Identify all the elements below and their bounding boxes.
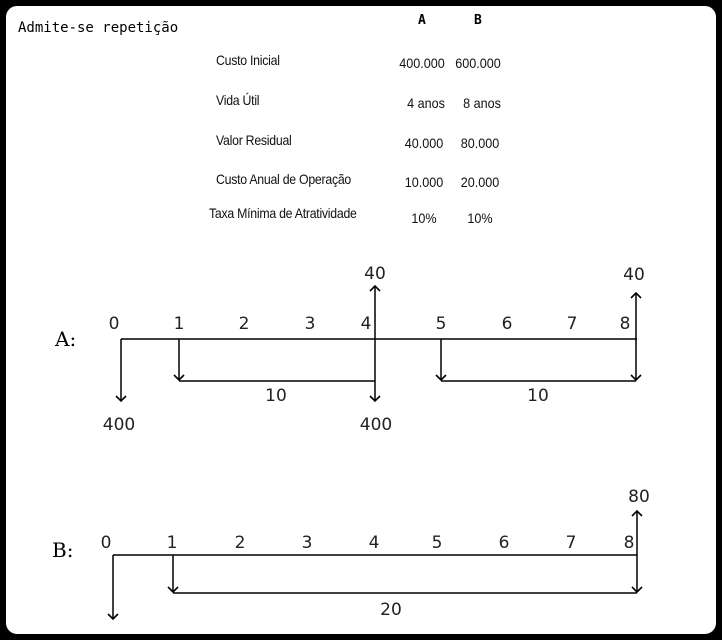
column-a-header: A	[418, 13, 426, 28]
diagram-b-period-3: 3	[302, 533, 313, 553]
diagram-b-annual-label: 20	[380, 600, 402, 620]
diagram-a-residual-8-label: 40	[623, 265, 645, 285]
diagram-a-period-4: 4	[361, 314, 372, 334]
row-label-valor-residual: Valor Residual	[216, 132, 292, 148]
diagram-a-period-7: 7	[567, 314, 578, 334]
figure-frame	[3, 3, 719, 637]
diagram-a-period-3: 3	[305, 314, 316, 334]
diagram-a-period-5: 5	[436, 314, 447, 334]
row-label-tma: Taxa Mínima de Atratividade	[209, 205, 357, 221]
column-b-header: B	[474, 13, 482, 28]
diagram-a-residual-4-label: 40	[364, 264, 386, 284]
row-label-custo-anual: Custo Anual de Operação	[216, 171, 352, 187]
diagram-b-period-2: 2	[235, 533, 246, 553]
diagram-a-initial-0-label: 400	[103, 415, 135, 435]
value-b-custo-inicial: 600.000	[455, 55, 501, 71]
diagram-b-period-5: 5	[432, 533, 443, 553]
row-label-custo-inicial: Custo Inicial	[216, 52, 280, 68]
diagram-a-label: A:	[54, 327, 76, 351]
diagram-a-period-6: 6	[502, 314, 513, 334]
value-a-vida-util: 4 anos	[407, 95, 445, 111]
diagram-b-period-8: 8	[624, 533, 635, 553]
diagram-a-period-2: 2	[239, 314, 250, 334]
value-a-custo-anual: 10.000	[404, 174, 444, 190]
heading: Admite-se repetição	[18, 20, 179, 36]
diagram-b-label: B:	[52, 538, 73, 562]
diagram-b-residual-8-label: 80	[628, 487, 650, 507]
value-b-custo-anual: 20.000	[460, 174, 500, 190]
diagram-b-period-0: 0	[101, 533, 112, 553]
value-a-custo-inicial: 400.000	[399, 55, 445, 71]
diagram-a-period-0: 0	[109, 314, 120, 334]
diagram-a-annual-2-label: 10	[527, 386, 549, 406]
value-a-valor-residual: 40.000	[404, 135, 444, 151]
diagram-b-period-1: 1	[167, 533, 178, 553]
diagram-a-period-1: 1	[174, 314, 185, 334]
diagram-b-period-4: 4	[369, 533, 380, 553]
value-b-tma: 10%	[467, 210, 493, 226]
diagram-b-period-7: 7	[566, 533, 577, 553]
value-a-tma: 10%	[411, 210, 437, 226]
diagram-a-annual-1-label: 10	[265, 386, 287, 406]
value-b-vida-util: 8 anos	[463, 95, 501, 111]
diagram-a-initial-4-label: 400	[360, 415, 392, 435]
diagram-a-period-8: 8	[620, 314, 631, 334]
value-b-valor-residual: 80.000	[460, 135, 500, 151]
row-label-vida-util: Vida Útil	[216, 92, 260, 108]
diagram-b-period-6: 6	[499, 533, 510, 553]
